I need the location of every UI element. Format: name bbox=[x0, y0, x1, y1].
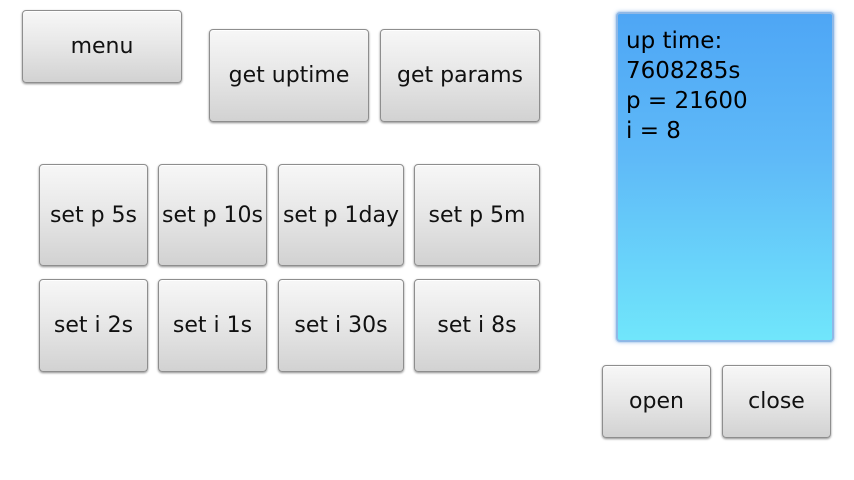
set-p-5m-button[interactable]: set p 5m bbox=[414, 164, 540, 266]
get-uptime-button[interactable]: get uptime bbox=[209, 29, 369, 122]
output-display[interactable]: up time: 7608285s p = 21600 i = 8 bbox=[616, 12, 834, 342]
close-button[interactable]: close bbox=[722, 365, 831, 438]
output-line-uptime-label: up time: bbox=[626, 28, 723, 54]
open-button[interactable]: open bbox=[602, 365, 711, 438]
output-line-uptime-value: 7608285s bbox=[626, 58, 741, 84]
output-line-p-value: p = 21600 bbox=[626, 88, 748, 114]
set-i-1s-button[interactable]: set i 1s bbox=[158, 279, 267, 372]
set-i-30s-button[interactable]: set i 30s bbox=[278, 279, 404, 372]
set-p-1day-button[interactable]: set p 1day bbox=[278, 164, 404, 266]
get-params-button[interactable]: get params bbox=[380, 29, 540, 122]
set-i-2s-button[interactable]: set i 2s bbox=[39, 279, 148, 372]
set-p-10s-button[interactable]: set p 10s bbox=[158, 164, 267, 266]
menu-button[interactable]: menu bbox=[22, 10, 182, 83]
set-i-8s-button[interactable]: set i 8s bbox=[414, 279, 540, 372]
output-line-i-value: i = 8 bbox=[626, 118, 681, 144]
set-p-5s-button[interactable]: set p 5s bbox=[39, 164, 148, 266]
